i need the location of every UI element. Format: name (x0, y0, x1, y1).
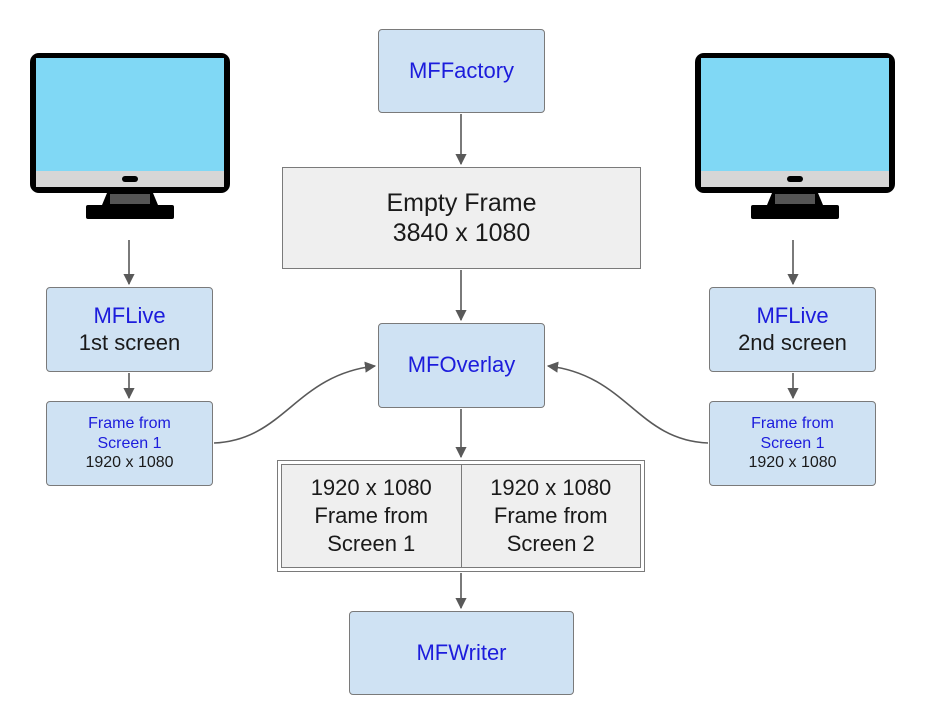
frame-right-size: 1920 x 1080 (748, 454, 837, 472)
frame-left-line2: Screen 1 (97, 434, 162, 452)
empty-frame-node: Empty Frame 3840 x 1080 (282, 167, 641, 269)
empty-frame-size: 3840 x 1080 (392, 219, 531, 247)
mffactory-node: MFFactory (378, 29, 545, 113)
mflive-right-subtitle: 2nd screen (738, 329, 847, 355)
monitor-icon (690, 48, 900, 223)
combined-left-line1: 1920 x 1080 (310, 474, 432, 500)
frame-right-line2: Screen 1 (760, 434, 825, 452)
combined-frame-inner: 1920 x 1080 Frame from Screen 1 1920 x 1… (281, 464, 641, 568)
combined-right-half: 1920 x 1080 Frame from Screen 2 (462, 465, 641, 567)
combined-right-line2: Frame from (493, 502, 608, 528)
frame-right-node: Frame from Screen 1 1920 x 1080 (709, 401, 876, 486)
mflive-left-node: MFLive 1st screen (46, 287, 213, 372)
frame-left-node: Frame from Screen 1 1920 x 1080 (46, 401, 213, 486)
mflive-right-node: MFLive 2nd screen (709, 287, 876, 372)
combined-left-half: 1920 x 1080 Frame from Screen 1 (282, 465, 462, 567)
mfwriter-label: MFWriter (416, 639, 507, 665)
mffactory-label: MFFactory (408, 57, 515, 83)
mfoverlay-node: MFOverlay (378, 323, 545, 408)
mfwriter-node: MFWriter (349, 611, 574, 695)
mflive-right-title: MFLive (756, 302, 829, 328)
combined-frame-node: 1920 x 1080 Frame from Screen 1 1920 x 1… (277, 460, 645, 572)
combined-right-line1: 1920 x 1080 (490, 474, 612, 500)
mflive-left-subtitle: 1st screen (78, 329, 181, 355)
frame-left-size: 1920 x 1080 (85, 454, 174, 472)
arrow-frame-left-to-overlay (213, 361, 377, 444)
frame-left-line1: Frame from (88, 415, 171, 433)
combined-left-line3: Screen 1 (327, 531, 416, 557)
arrow-frame-right-to-overlay (546, 361, 709, 444)
frame-right-line1: Frame from (751, 415, 834, 433)
combined-left-line2: Frame from (314, 502, 429, 528)
mflive-left-title: MFLive (93, 302, 166, 328)
mfoverlay-label: MFOverlay (407, 352, 516, 378)
monitor-icon (25, 48, 235, 223)
empty-frame-title: Empty Frame (386, 188, 537, 217)
combined-right-line3: Screen 2 (506, 531, 595, 557)
